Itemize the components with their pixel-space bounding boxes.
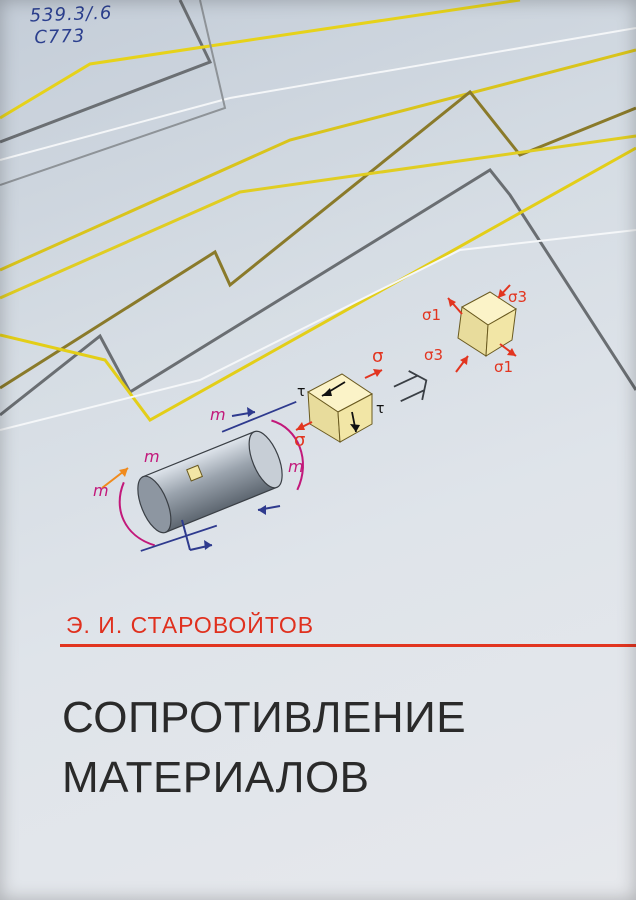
tau-label-top: τ <box>297 384 305 400</box>
title-line-1: СОПРОТИВЛЕНИЕ <box>62 693 467 742</box>
implication-sign <box>393 370 428 402</box>
red-divider <box>60 644 636 647</box>
sigma-label-right: σ <box>372 346 383 367</box>
book-title: СОПРОТИВЛЕНИЕ МАТЕРИАЛОВ <box>62 688 466 808</box>
decor-line-white-1 <box>0 27 636 161</box>
shear-cube-diagram: τ τ σ σ <box>294 346 384 451</box>
sigma3-label-bottom: σ3 <box>424 346 443 364</box>
sigma-label-left: σ <box>294 430 305 451</box>
sigma1-label-bottom: σ1 <box>494 358 513 376</box>
moment-label-right-top: m <box>210 405 226 424</box>
author-name: Э. И. СТАРОВОЙТОВ <box>66 612 315 638</box>
decor-line-olive <box>0 89 636 390</box>
sigma1-label-top: σ1 <box>422 306 441 324</box>
decor-line-yellow-3 <box>0 134 636 300</box>
moment-label-left-outer: m <box>93 481 109 500</box>
moment-label-right-bottom: m <box>288 457 304 476</box>
title-line-2: МАТЕРИАЛОВ <box>62 753 370 802</box>
library-catalog-stamp: 539.3/.6 С773 <box>29 3 113 50</box>
catalog-mark-line1: 539.3/.6 <box>29 2 113 27</box>
catalog-mark-line2: С773 <box>34 25 86 49</box>
tau-label-bottom: τ <box>376 401 384 417</box>
decor-line-white-2 <box>0 229 636 431</box>
decor-line-yellow-4 <box>0 146 636 422</box>
decor-line-yellow-2 <box>0 48 636 272</box>
cylinder-diagram: m m m m <box>93 401 304 552</box>
decor-line-gray-3 <box>0 168 636 417</box>
moment-label-left-inner: m <box>144 447 160 466</box>
decor-line-gray-top <box>0 0 213 144</box>
sigma3-label-top: σ3 <box>508 288 527 306</box>
principal-cube-diagram: σ1 σ3 σ3 σ1 <box>422 284 527 376</box>
decor-line-gray-2 <box>0 0 227 186</box>
decor-line-yellow-top <box>0 0 521 120</box>
